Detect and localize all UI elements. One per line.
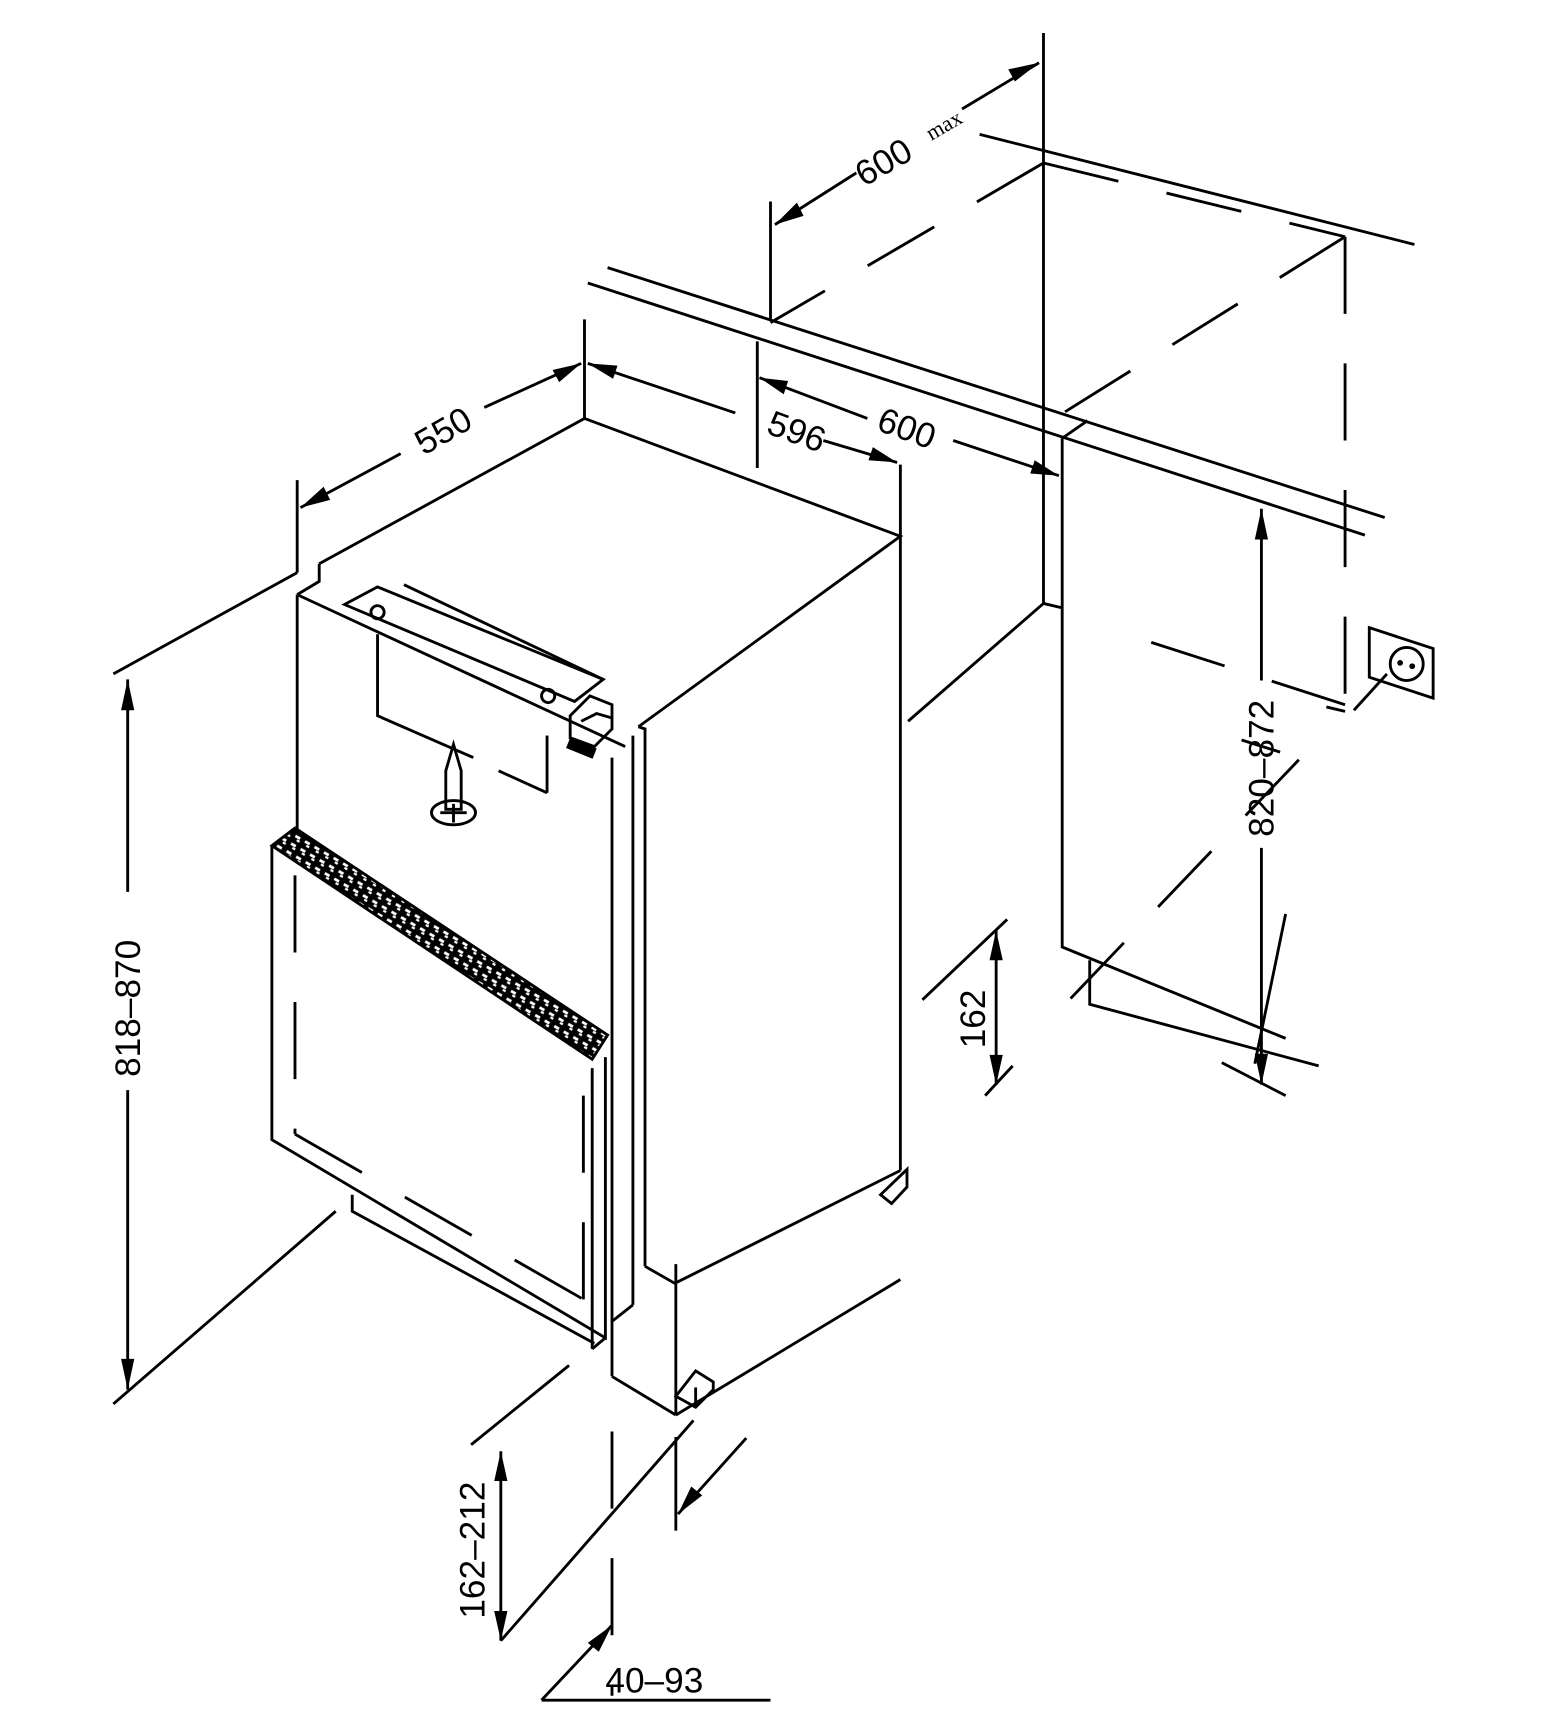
label-appliance-width: 596 bbox=[762, 404, 831, 461]
kitchen-worktop bbox=[587, 132, 1415, 537]
mounting-screw-icon bbox=[430, 739, 477, 827]
hinge bbox=[566, 694, 614, 759]
electrical-socket bbox=[1352, 625, 1435, 712]
dimension-appliance-height: 818–870 bbox=[109, 571, 337, 1406]
dimension-niche-width: 600 bbox=[755, 341, 1060, 478]
dimension-niche-depth-max: 600 max bbox=[769, 61, 1040, 320]
dimension-plinth-height: 162 bbox=[921, 918, 1014, 1097]
appliance-body bbox=[295, 319, 909, 1417]
adjacent-cabinet bbox=[907, 419, 1320, 1068]
dimension-appliance-depth: 550 bbox=[295, 362, 582, 573]
dimension-niche-height: 820–872 bbox=[1221, 508, 1288, 1097]
mounting-bracket bbox=[341, 583, 607, 795]
label-niche-depth: 600 bbox=[849, 131, 919, 194]
label-max: max bbox=[921, 105, 966, 146]
label-plinth-height: 162 bbox=[954, 990, 993, 1049]
label-appliance-depth: 550 bbox=[408, 400, 478, 463]
ventilation-grille bbox=[269, 826, 610, 1062]
label-niche-width: 600 bbox=[872, 400, 941, 457]
label-niche-height: 820–872 bbox=[1243, 700, 1282, 837]
label-appliance-height: 818–870 bbox=[109, 940, 148, 1077]
label-plinth-depth: 40–93 bbox=[605, 1661, 703, 1700]
door-panel bbox=[270, 845, 607, 1351]
label-plinth-height-range: 162–212 bbox=[453, 1482, 492, 1619]
dimension-plinth-depth: 40–93 bbox=[540, 1436, 771, 1702]
dimension-plinth-height-range: 162–212 bbox=[453, 1364, 695, 1696]
dimension-appliance-width: 596 bbox=[587, 362, 898, 464]
niche-cabinet-outline bbox=[769, 33, 1347, 1015]
